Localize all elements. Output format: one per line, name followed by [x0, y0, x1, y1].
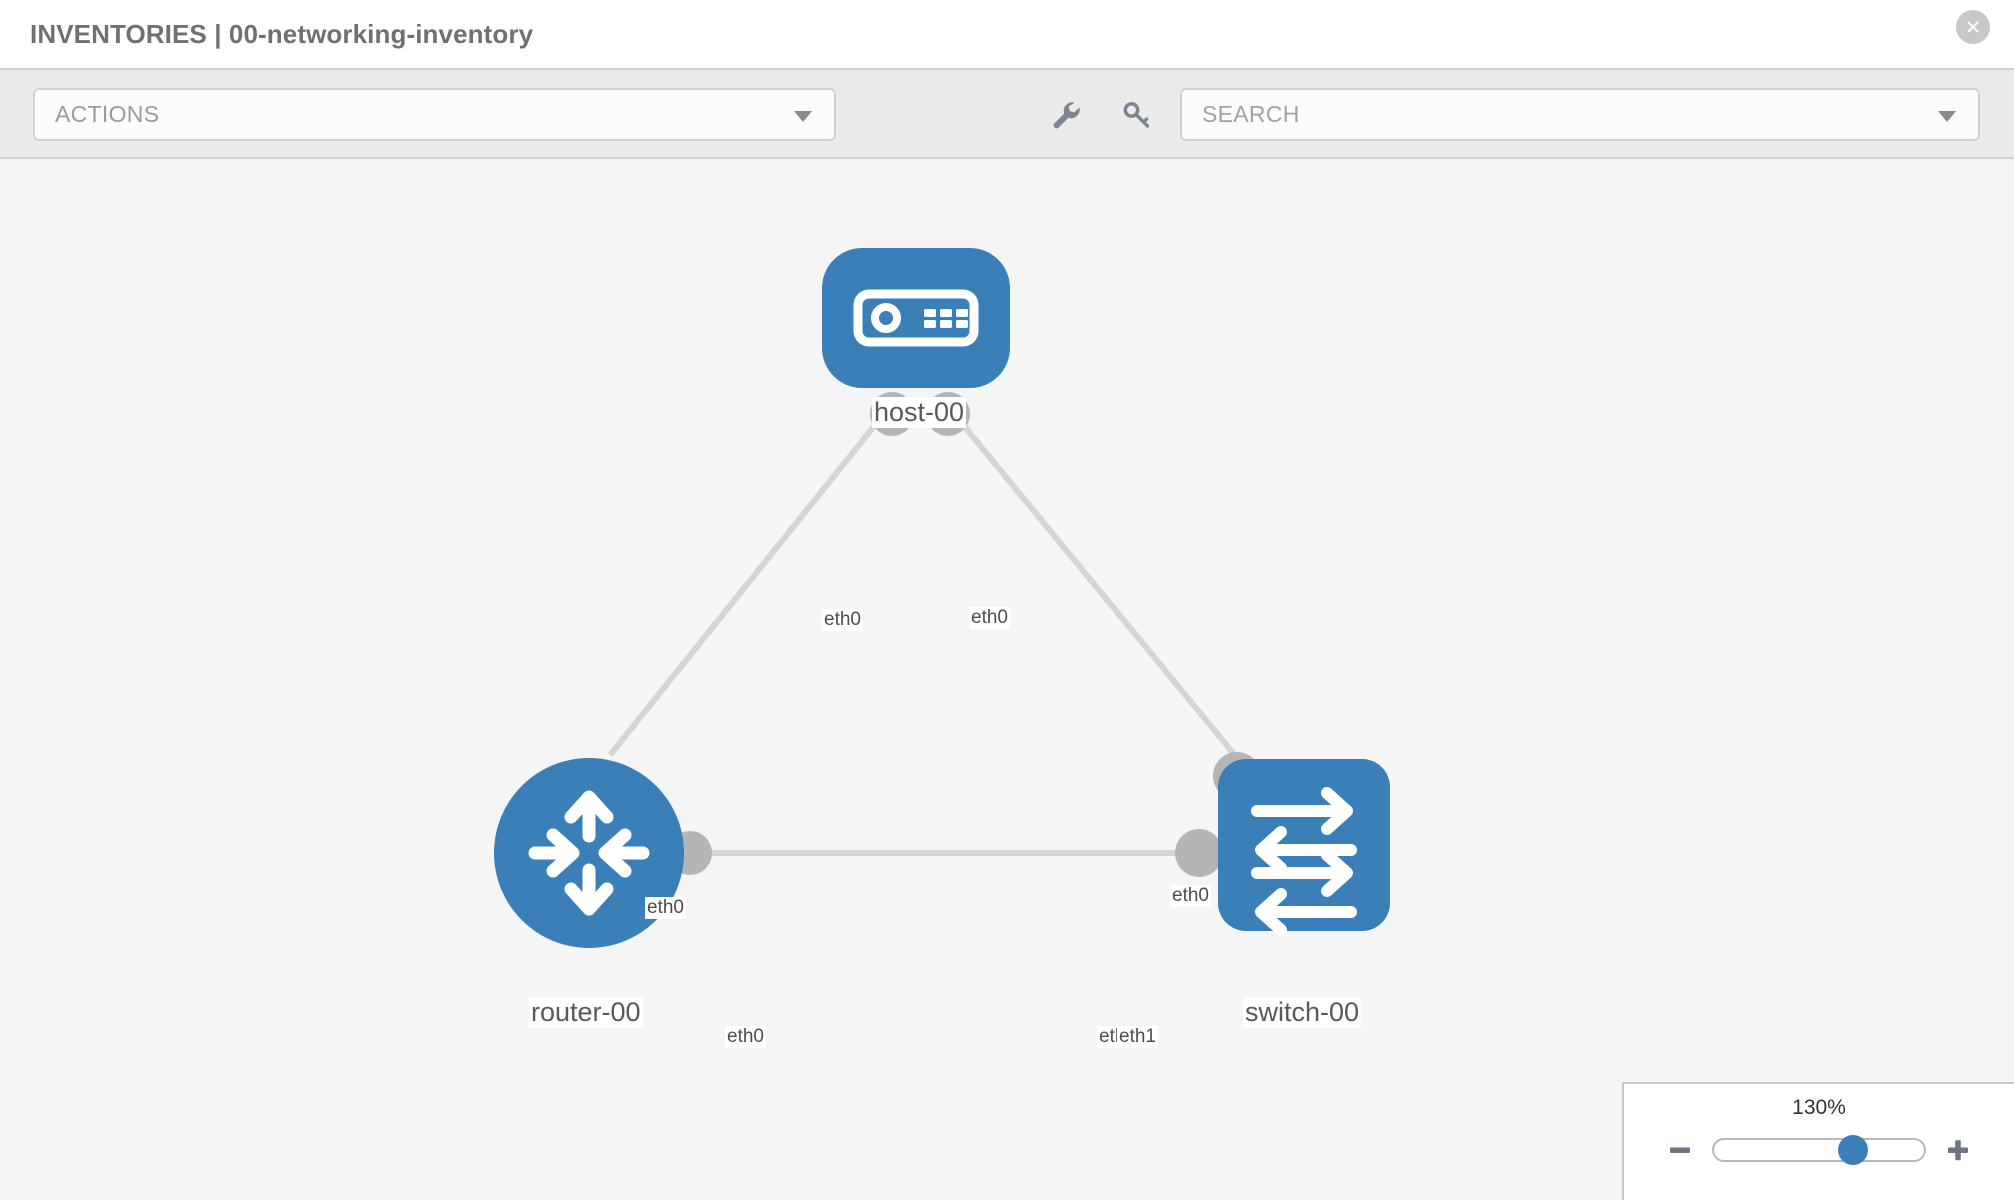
iface-label-host-right: eth0 — [969, 607, 1010, 629]
node-switch-00 — [1218, 759, 1390, 936]
search-placeholder: SEARCH — [1202, 101, 1300, 127]
close-icon[interactable] — [1956, 10, 1990, 44]
zoom-slider[interactable] — [1712, 1135, 1926, 1165]
zoom-percent-label: 130% — [1792, 1096, 1846, 1119]
wrench-icon[interactable] — [1047, 96, 1085, 134]
node-host-00-hit[interactable] — [822, 248, 1010, 388]
plus-icon[interactable] — [1940, 1132, 1976, 1168]
actions-dropdown[interactable]: ACTIONS — [33, 88, 836, 141]
page-header: INVENTORIES | 00-networking-inventory — [0, 0, 2014, 68]
node-label-switch-00[interactable]: switch-00 — [1243, 997, 1362, 1028]
edge-host-switch — [947, 407, 1241, 761]
zoom-control-panel: 130% — [1622, 1082, 2014, 1200]
node-host-00 — [822, 248, 1010, 388]
zoom-slider-thumb[interactable] — [1837, 1135, 1868, 1165]
chevron-down-icon — [794, 110, 812, 122]
iface-label-switch-uplink: eth0 — [1170, 885, 1211, 907]
node-router-00 — [494, 758, 684, 948]
topology-canvas[interactable]: host-00 router-00 switch-00 eth0 eth0 et… — [0, 159, 2014, 1200]
node-switch-00-hit[interactable] — [1218, 759, 1390, 931]
iface-label-router-eth0: eth0 — [725, 1026, 766, 1048]
actions-dropdown-label: ACTIONS — [55, 101, 160, 127]
edge-host-router — [607, 407, 891, 757]
search-input[interactable]: SEARCH — [1180, 88, 1980, 141]
iface-label-switch-eth1: eth1 — [1117, 1026, 1158, 1048]
iface-label-host-left: eth0 — [822, 609, 863, 631]
node-label-router-00[interactable]: router-00 — [529, 997, 643, 1028]
key-icon[interactable] — [1117, 96, 1155, 134]
minus-icon[interactable] — [1662, 1132, 1698, 1168]
toolbar: ACTIONS SEARCH — [0, 68, 2014, 159]
topology-edges — [607, 407, 1241, 856]
port-switch-left — [1175, 829, 1223, 877]
page-title: INVENTORIES | 00-networking-inventory — [30, 18, 534, 49]
node-router-00-hit[interactable] — [494, 758, 684, 948]
topology-ports — [668, 392, 1261, 877]
iface-label-router-uplink: eth0 — [645, 897, 686, 919]
chevron-down-icon[interactable] — [1938, 110, 1956, 122]
node-label-host-00[interactable]: host-00 — [872, 397, 967, 428]
